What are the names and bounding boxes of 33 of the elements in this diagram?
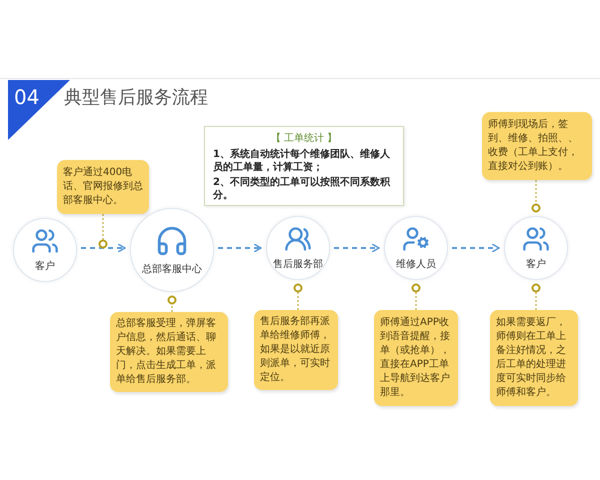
- note-text: 总部客服受理，弹屏客户信息，然后通话、聊天解决。如果需要上门，点击生成工单，派单给售后服务部。: [116, 317, 217, 387]
- leader-line: [98, 214, 108, 248]
- node-label: 总部客服中心: [142, 262, 202, 276]
- node-label: 客户: [35, 260, 55, 274]
- dashed-arrow: [452, 243, 500, 253]
- card-heading: 【 工单统计 】: [270, 132, 338, 146]
- note-text: 师傅到现场后，签到、维修、拍照、、收费（工单上支付，直接对公到账）。: [488, 118, 579, 174]
- stats-item: 1、系统自动统计每个维修团队、维修人员的工单量，计算工资；: [213, 148, 391, 174]
- dashed-arrow: [218, 243, 262, 253]
- dashed-arrow: [334, 243, 380, 253]
- section-number: 04: [14, 84, 40, 111]
- node-label: 客户: [526, 258, 546, 272]
- leader-line: [168, 296, 176, 312]
- stats-card: [204, 126, 404, 206]
- note-card: [254, 310, 338, 390]
- stats-item: 2、不同类型的工单可以按照不同系数积分。: [213, 176, 392, 202]
- note-text: 师傅通过APP收到语音提醒，接单（或抢单），直接在APP工单上导航到达客户那里。: [380, 316, 451, 400]
- leader-line: [294, 284, 302, 310]
- leader-line: [532, 284, 540, 310]
- leader-line: [532, 180, 540, 212]
- note-card: [482, 112, 592, 180]
- note-card: [110, 312, 228, 392]
- node-label: 售后服务部: [273, 258, 323, 272]
- note-text: 售后服务部再派单给维修师傅，如果是以就近原则派单，可实时定位。: [260, 315, 331, 385]
- note-card: [374, 310, 458, 406]
- note-card: [490, 310, 578, 406]
- note-text: 客户通过400电话、官网报修到总部客服中心。: [63, 166, 143, 208]
- title: 典型售后服务流程: [64, 86, 208, 110]
- note-text: 如果需要返厂，师傅则在工单上备注好情况，之后工单的处理进度可实时同步给师傅和客户。: [496, 316, 567, 400]
- note-card: [57, 160, 149, 214]
- leader-line: [412, 284, 420, 310]
- node-label: 维修人员: [396, 258, 436, 272]
- dashed-arrow: [81, 243, 126, 253]
